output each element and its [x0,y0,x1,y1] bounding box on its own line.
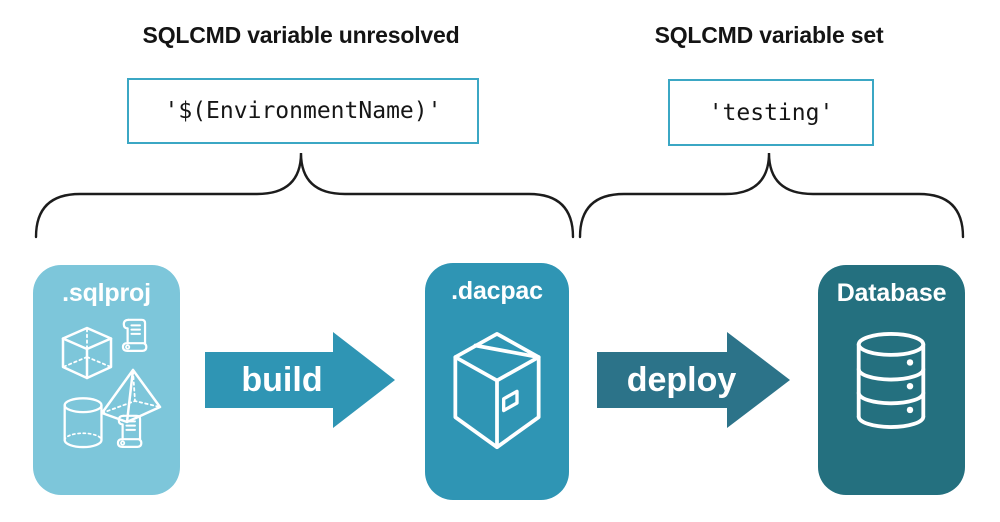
node-sqlproj-label: .sqlproj [62,279,151,307]
deploy-arrow: deploy [597,330,797,430]
deploy-arrow-shape [597,332,790,428]
build-arrow: build [205,330,405,430]
node-database-label: Database [836,279,947,307]
brace-group [34,152,965,239]
heading-sqlcmd-set: SQLCMD variable set [654,22,884,48]
package-icon [453,331,541,450]
cylinder-icon [63,397,103,449]
database-icon [856,332,926,429]
sql-project-objects-icon [61,318,162,449]
node-database: Database [818,265,965,495]
cube-icon [61,326,113,380]
script-icon [121,318,148,352]
left-brace [34,152,575,239]
pyramid-icon [100,368,162,424]
node-sqlproj: .sqlproj [33,265,180,495]
code-value-set: 'testing' [708,99,834,126]
code-box-environment-variable: '$(EnvironmentName)' [127,78,479,144]
code-box-testing-value: 'testing' [668,79,874,146]
deploy-arrow-label: deploy [626,360,737,399]
build-arrow-label: build [241,360,323,399]
right-brace [578,152,965,239]
script-icon [116,414,143,448]
build-arrow-shape [205,332,395,428]
node-dacpac: .dacpac [425,263,569,500]
code-value-unresolved: '$(EnvironmentName)' [164,98,442,124]
node-dacpac-label: .dacpac [451,277,543,305]
heading-sqlcmd-unresolved: SQLCMD variable unresolved [142,22,460,48]
